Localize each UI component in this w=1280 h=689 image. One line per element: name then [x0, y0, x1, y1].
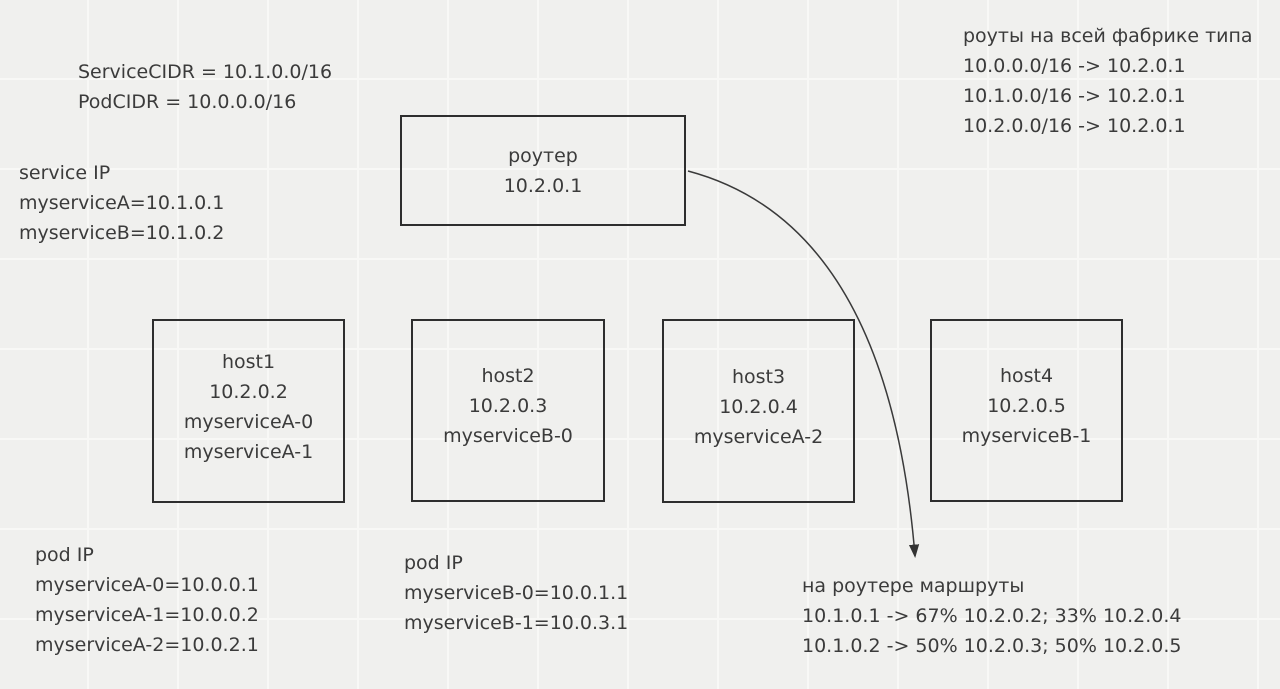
- note-line: pod IP: [404, 552, 463, 574]
- note-line: 10.1.0.0/16 -> 10.2.0.1: [963, 85, 1186, 107]
- note-line: myserviceB-1=10.0.3.1: [404, 612, 629, 634]
- note-router-routes: на роутере маршруты 10.1.0.1 -> 67% 10.2…: [802, 571, 1182, 661]
- box-line: host2: [481, 365, 535, 387]
- note-line: 10.1.0.1 -> 67% 10.2.0.2; 33% 10.2.0.4: [802, 605, 1182, 627]
- note-fabric-routes: роуты на всей фабрике типа 10.0.0.0/16 -…: [963, 21, 1253, 141]
- router-box: роутер 10.2.0.1: [400, 115, 686, 226]
- note-line: myserviceB-0=10.0.1.1: [404, 582, 629, 604]
- note-line: myserviceA-2=10.0.2.1: [35, 634, 259, 656]
- note-service-ip: service IP myserviceA=10.1.0.1 myservice…: [19, 158, 224, 248]
- box-line: myserviceA-2: [693, 425, 824, 448]
- host4-box: host4 10.2.0.5 myserviceB-1: [930, 319, 1123, 502]
- note-line: на роутере маршруты: [802, 575, 1025, 597]
- note-line: service IP: [19, 162, 111, 184]
- box-line: 10.2.0.2: [209, 380, 288, 403]
- box-line: 10.2.0.3: [468, 395, 548, 417]
- note-line: 10.1.0.2 -> 50% 10.2.0.3; 50% 10.2.0.5: [802, 635, 1182, 657]
- host3-box: host3 10.2.0.4 myserviceA-2: [662, 319, 855, 503]
- box-line: host4: [999, 365, 1054, 387]
- note-line: ServiceCIDR = 10.1.0.0/16: [78, 61, 333, 83]
- box-line: роутер: [508, 144, 578, 167]
- box-line: myserviceA-0: [183, 410, 314, 433]
- note-pod-ip-b: pod IP myserviceB-0=10.0.1.1 myserviceB-…: [404, 548, 628, 638]
- note-line: 10.2.0.0/16 -> 10.2.0.1: [963, 115, 1186, 137]
- note-line: 10.0.0.0/16 -> 10.2.0.1: [963, 55, 1186, 77]
- note-cidr: ServiceCIDR = 10.1.0.0/16 PodCIDR = 10.0…: [78, 57, 332, 117]
- note-line: myserviceA=10.1.0.1: [19, 192, 225, 214]
- box-line: 10.2.0.4: [719, 395, 798, 418]
- note-line: pod IP: [35, 544, 94, 566]
- box-line: myserviceA-1: [183, 440, 314, 463]
- note-line: myserviceA-0=10.0.0.1: [35, 574, 259, 596]
- host1-box: host1 10.2.0.2 myserviceA-0 myserviceA-1: [152, 319, 345, 503]
- box-line: myserviceB-1: [961, 425, 1092, 447]
- note-line: myserviceA-1=10.0.0.2: [35, 604, 259, 626]
- box-line: host1: [221, 350, 276, 373]
- box-line: 10.2.0.1: [503, 174, 583, 197]
- note-pod-ip-a: pod IP myserviceA-0=10.0.0.1 myserviceA-…: [35, 540, 259, 660]
- box-line: myserviceB-0: [443, 425, 573, 447]
- note-line: роуты на всей фабрике типа: [963, 25, 1253, 47]
- box-line: 10.2.0.5: [987, 395, 1066, 417]
- host2-box: host2 10.2.0.3 myserviceB-0: [411, 319, 605, 502]
- note-line: PodCIDR = 10.0.0.0/16: [78, 91, 297, 113]
- note-line: myserviceB=10.1.0.2: [19, 222, 225, 244]
- box-line: host3: [731, 365, 786, 388]
